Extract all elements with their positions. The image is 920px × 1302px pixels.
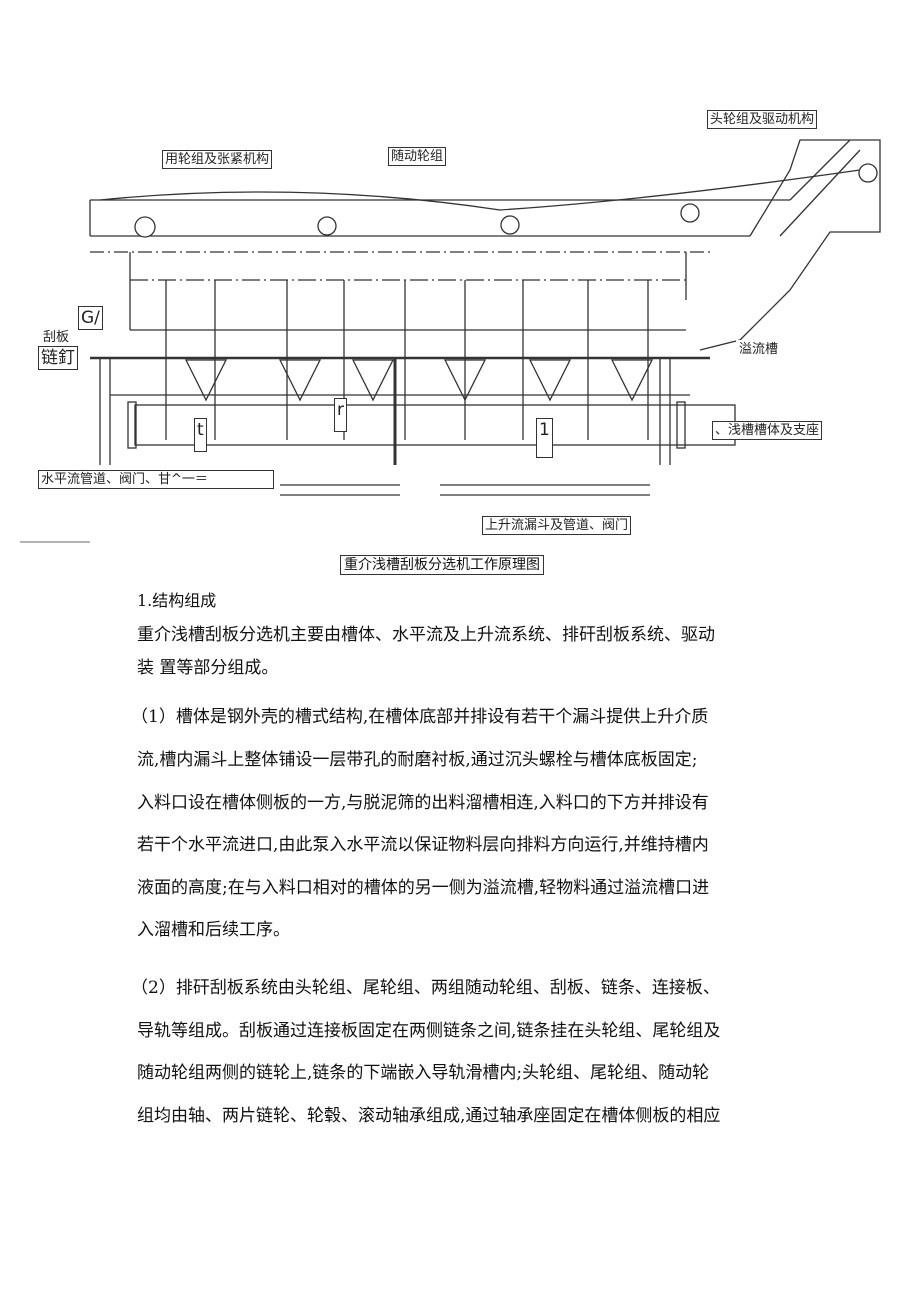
paragraph-line: 导轨等组成。刮板通过连接板固定在两侧链条之间,链条挂在头轮组、尾轮组及 (137, 1021, 721, 1041)
section-heading: 1.结构组成 (137, 591, 217, 610)
paragraph-line: 入料口设在槽体侧板的一方,与脱泥筛的出料溜槽相连,入料口的下方并排设有 (137, 793, 709, 813)
label-tail-wheel: 用轮组及张紧机构 (162, 150, 273, 169)
paragraph-line: 装 置等部分组成。 (137, 658, 279, 678)
label-r-mark: r (334, 398, 347, 432)
label-overflow: 溢流槽 (736, 340, 782, 359)
label-scraper: 刮板 (40, 328, 73, 347)
separator-diagram (20, 139, 881, 543)
paragraph-line: 流,槽内漏斗上整体铺设一层带孔的耐磨衬板,通过沉头螺栓与槽体底板固定; (137, 750, 698, 770)
paragraph-line: 随动轮组两侧的链轮上,链条的下端嵌入导轨滑槽内;头轮组、尾轮组、随动轮 (137, 1063, 710, 1083)
label-chain-nail: 链釘 (38, 346, 78, 370)
hoppers (165, 280, 654, 440)
label-follower-wheel: 随动轮组 (388, 147, 447, 166)
label-horizontal-pipe: 水平流管道、阀门、甘^一＝ (38, 470, 274, 489)
wheels (134, 163, 878, 238)
label-tank-body: 、浅槽槽体及支座 (712, 421, 823, 440)
paragraph-line: 重介浅槽刮板分选机主要由槽体、水平流及上升流系统、排矸刮板系统、驱动 (137, 625, 715, 645)
paragraph-line: 液面的高度;在与入料口相对的槽体的另一侧为溢流槽,轻物料通过溢流槽口进 (137, 878, 710, 898)
paragraph-line: 组均由轴、两片链轮、轮毂、滚动轴承组成,通过轴承座固定在槽体侧板的相应 (137, 1106, 721, 1126)
frame-lines (89, 139, 881, 496)
paragraph-line: （1）槽体是钢外壳的槽式结构,在槽体底部并排设有若干个漏斗提供上升介质 (131, 707, 709, 727)
paragraph-line: （2）排矸刮板系统由头轮组、尾轮组、两组随动轮组、刮板、链条、连接板、 (131, 978, 720, 998)
paragraph-line: 入溜槽和后续工序。 (137, 920, 290, 940)
label-upflow: 上升流漏斗及管道、阀门 (482, 516, 632, 535)
paragraph-line: 若干个水平流进口,由此泵入水平流以保证物料层向排料方向运行,并维持槽内 (137, 835, 709, 855)
label-one-mark: 1 (536, 418, 553, 458)
figure-caption: 重介浅槽刮板分选机工作原理图 (340, 555, 544, 575)
label-g-mark: G/ (78, 306, 103, 330)
label-t-mark: t (194, 418, 207, 452)
label-head-wheel: 头轮组及驱动机构 (707, 110, 818, 129)
